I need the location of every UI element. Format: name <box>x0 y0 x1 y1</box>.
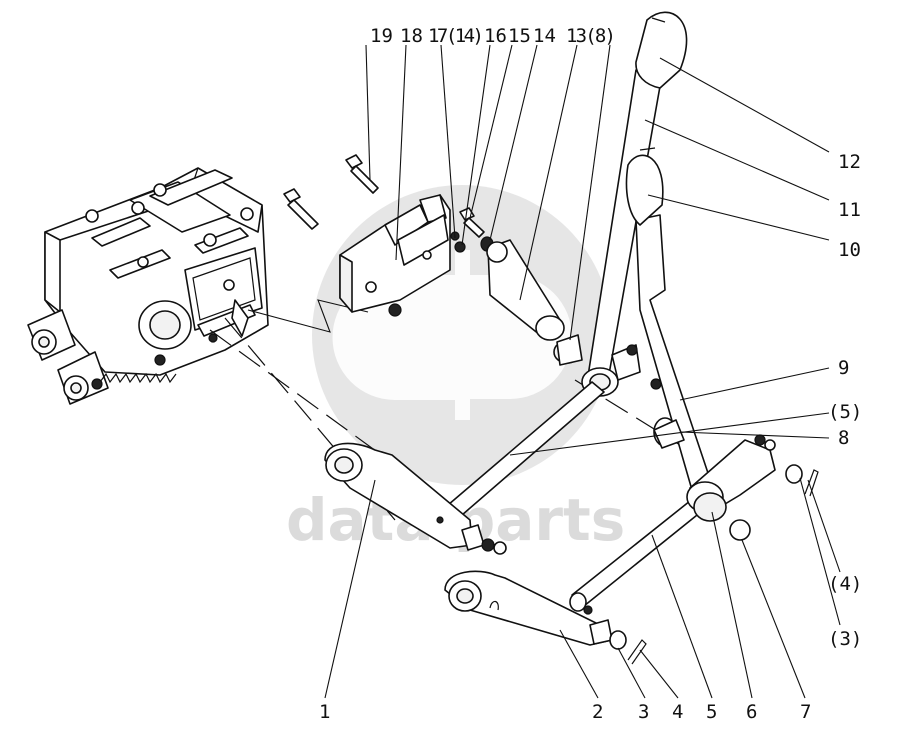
callout-12: 12 <box>838 151 861 173</box>
callout-7: 7 <box>800 701 811 723</box>
lever-9 <box>625 147 713 491</box>
circlip-7 <box>729 519 751 541</box>
bolt-19 <box>283 154 379 230</box>
callout-labels: 19 18 17(14) 16 15 14 13(8) 12 11 10 9 (… <box>319 25 862 723</box>
callout-2: 2 <box>592 701 603 723</box>
callout-3: 3 <box>638 701 649 723</box>
watermark-logo-bar <box>455 250 470 420</box>
leader-lines <box>324 44 841 699</box>
cotter-pin-4 <box>627 639 647 665</box>
callout-18: 18 <box>400 25 423 47</box>
centerline-shaft <box>209 329 451 506</box>
lever-1 <box>324 442 507 555</box>
callout-8: 8 <box>838 427 849 449</box>
lever-2 <box>444 570 613 646</box>
callout-10: 10 <box>838 239 861 261</box>
callout-17-14: 17(14) <box>428 25 484 47</box>
callout-9: 9 <box>838 357 849 379</box>
washer-3 <box>609 630 627 650</box>
bracket-18 <box>339 194 466 317</box>
callout-4: 4 <box>672 701 683 723</box>
callout-3-ref: (3) <box>828 628 862 650</box>
callout-16: 16 <box>484 25 507 47</box>
callout-11: 11 <box>838 199 861 221</box>
callout-19: 19 <box>370 25 393 47</box>
shaft-5 <box>569 434 776 615</box>
cotter-pin-4b <box>804 469 819 497</box>
callout-14: 14 <box>533 25 556 47</box>
callout-5: 5 <box>706 701 717 723</box>
callout-15: 15 <box>508 25 531 47</box>
pin-13 <box>486 239 583 366</box>
callout-5-ref: (5) <box>828 401 862 423</box>
break-line <box>247 299 369 333</box>
callout-4-ref: (4) <box>828 573 862 595</box>
callout-1: 1 <box>319 701 330 723</box>
hydraulic-housing <box>27 167 269 405</box>
callout-13-8: 13(8) <box>566 25 616 47</box>
callout-6: 6 <box>746 701 757 723</box>
washer-3b <box>785 464 803 484</box>
